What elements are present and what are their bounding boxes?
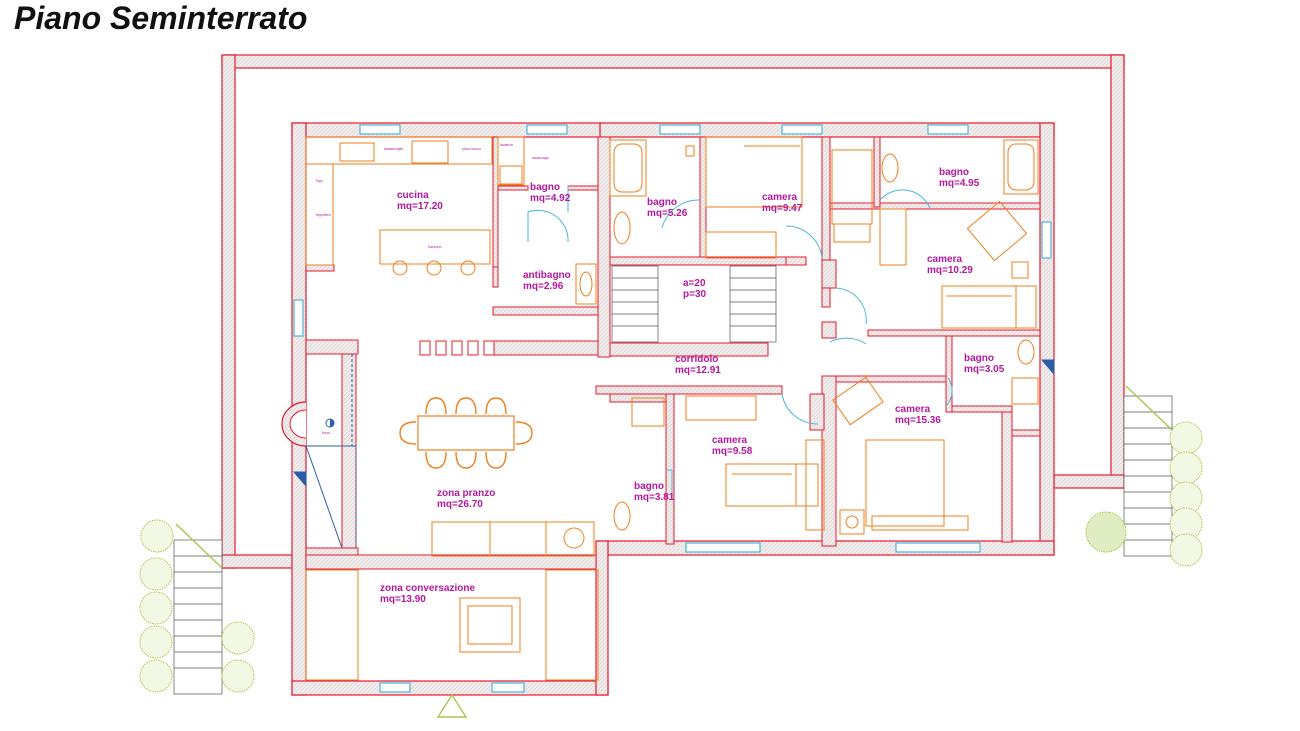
label-frigo: frigo xyxy=(316,179,323,183)
windows xyxy=(293,124,1052,693)
room-name-zona-pranzo: zona pranzo xyxy=(437,488,495,499)
glazed-wall xyxy=(292,354,1055,549)
label-piano-lavoro: piano lavoro xyxy=(462,147,481,151)
dining-chairs xyxy=(399,397,533,469)
exterior-stairs-left xyxy=(173,523,223,695)
label-frigorifero: frigorifero xyxy=(316,213,331,217)
room-area-bagno-2: mq=5.26 xyxy=(647,208,688,219)
label-lavastoviglie: lavastoviglie xyxy=(384,147,403,151)
bay-window xyxy=(281,401,335,447)
interior-walls xyxy=(305,136,1041,570)
room-name-bagno-1: bagno xyxy=(530,182,560,193)
room-name-cucina: cucina xyxy=(397,190,429,201)
label-forno: forno xyxy=(322,431,330,435)
room-area-camera-1: mq=9.47 xyxy=(762,203,803,214)
room-area-corridoio: mq=12.91 xyxy=(675,365,721,376)
drawing-title: Piano Seminterrato xyxy=(14,0,308,36)
exterior-stairs-right xyxy=(1123,385,1173,557)
room-name-bagno-5: bagno xyxy=(634,481,664,492)
label-lavatrice: lavatrice xyxy=(500,143,513,147)
shrubs xyxy=(139,421,1203,693)
furniture xyxy=(305,136,1039,681)
room-name-camera-4: camera xyxy=(712,435,747,446)
doors xyxy=(527,186,953,500)
partition-stubs xyxy=(419,340,495,356)
room-area-bagno-4: mq=3.05 xyxy=(964,364,1005,375)
appliance-labels: lavastoviglie piano lavoro lavasciuga la… xyxy=(316,143,549,435)
room-area-bagno-3: mq=4.95 xyxy=(939,178,980,189)
room-area-bagno-5: mq=3.81 xyxy=(634,492,675,503)
room-area-camera-2: mq=10.29 xyxy=(927,265,973,276)
room-name-corridoio: corridoio xyxy=(675,354,718,365)
label-lavasciuga: lavasciuga xyxy=(532,156,549,160)
room-area-camera-3: mq=15.36 xyxy=(895,415,941,426)
room-area-antibagno: mq=2.96 xyxy=(523,281,564,292)
room-name-camera-3: camera xyxy=(895,404,930,415)
room-area-zona-conversazione: mq=13.90 xyxy=(380,594,426,605)
room-area-bagno-1: mq=4.92 xyxy=(530,193,571,204)
room-name-bagno-2: bagno xyxy=(647,197,677,208)
retaining-wall xyxy=(221,54,1125,569)
stair-tread: p=30 xyxy=(683,289,707,300)
room-name-bagno-3: bagno xyxy=(939,167,969,178)
room-name-bagno-4: bagno xyxy=(964,353,994,364)
room-name-camera-1: camera xyxy=(762,192,797,203)
room-name-camera-2: camera xyxy=(927,254,962,265)
room-name-zona-conversazione: zona conversazione xyxy=(380,583,475,594)
room-labels: cucina mq=17.20 bagno mq=4.92 antibagno … xyxy=(380,167,1005,605)
interior-stairs xyxy=(611,265,777,343)
room-area-camera-4: mq=9.58 xyxy=(712,446,753,457)
entrance-arrow xyxy=(436,693,468,718)
room-area-cucina: mq=17.20 xyxy=(397,201,443,212)
room-name-antibagno: antibagno xyxy=(523,270,571,281)
stair-rise: a=20 xyxy=(683,278,706,289)
room-area-zona-pranzo: mq=26.70 xyxy=(437,499,483,510)
label-bancone: bancone xyxy=(428,245,441,249)
